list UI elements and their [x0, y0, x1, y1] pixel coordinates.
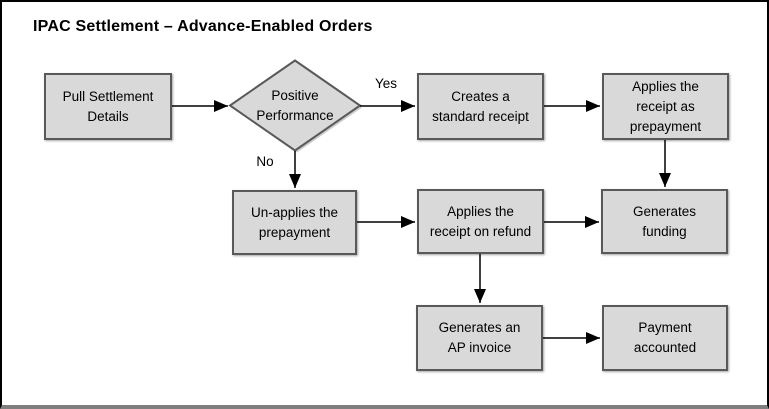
diagram-title: IPAC Settlement – Advance-Enabled Orders — [33, 18, 373, 35]
node-applies-receipt-as-prepayment: Applies the receipt as prepayment — [602, 73, 729, 140]
edge-label-no: No — [256, 154, 274, 169]
node-payment-accounted: Payment accounted — [602, 305, 728, 371]
node-label: Generates an AP invoice — [438, 320, 521, 355]
node-label: Generates funding — [632, 203, 697, 239]
node-label: Pull Settlement Details — [62, 88, 154, 124]
node-positive-performance-shape — [228, 59, 362, 152]
node-label: Applies the receipt as prepayment — [629, 78, 702, 134]
edge-label-yes: Yes — [374, 76, 398, 91]
node-pull-settlement-details: Pull Settlement Details — [44, 73, 172, 140]
node-applies-receipt-on-refund: Applies the receipt on refund — [417, 189, 544, 254]
node-label: Positive Performance — [256, 88, 334, 123]
node-positive-performance: Positive Performance — [235, 78, 355, 134]
node-label: Applies the receipt on refund — [429, 203, 532, 239]
node-un-applies-the-prepayment: Un-applies the prepayment — [232, 190, 357, 255]
node-creates-standard-receipt: Creates a standard receipt — [417, 73, 544, 140]
node-label: Payment accounted — [633, 320, 697, 355]
node-generates-an-ap-invoice: Generates an AP invoice — [416, 305, 543, 371]
node-generates-funding: Generates funding — [601, 189, 728, 254]
node-label: Creates a standard receipt — [432, 88, 529, 124]
node-label: Un-applies the prepayment — [250, 204, 339, 240]
